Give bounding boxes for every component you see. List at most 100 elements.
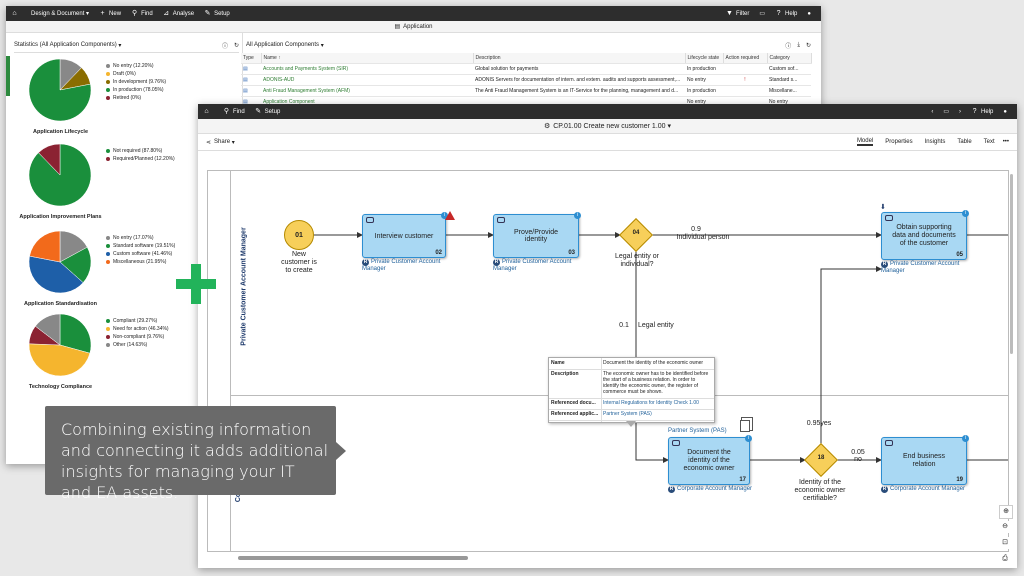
refresh-icon[interactable]: ↻ [805,42,811,49]
vertical-scrollbar[interactable] [1010,174,1013,354]
legend-label: Draft (0%) [113,71,136,77]
find-button[interactable]: ⚲Find [223,108,245,115]
info-badge-icon[interactable]: i [745,435,752,442]
info-badge-icon[interactable]: i [441,212,448,219]
column-header[interactable]: Action required [723,53,768,64]
column-header[interactable]: Description [473,53,686,64]
stats-pane-scroll[interactable] [6,56,10,96]
info-badge-icon[interactable]: i [962,210,969,217]
start-event[interactable]: 01 [284,220,314,250]
tab-properties[interactable]: Properties [885,139,913,145]
column-header[interactable]: Type [241,53,262,64]
user-icon[interactable]: ● [1003,108,1007,115]
design-document-menu[interactable]: Design & Document ▾ [31,10,90,18]
refresh-icon[interactable]: ↻ [233,42,239,49]
pie-slice[interactable] [59,313,92,354]
column-header[interactable]: Lifecycle state [685,53,724,64]
filter-button[interactable]: ▼Filter [726,10,750,17]
edge-individual-prob: 0.9 [691,226,701,233]
chevron-down-icon[interactable]: ▾ [320,42,324,49]
download-icon[interactable]: ⤓ [797,41,800,48]
back-arrow-icon[interactable]: ‹ [931,108,934,115]
more-icon[interactable]: ••• [1002,139,1009,145]
pie-slice[interactable] [28,255,84,294]
column-header[interactable]: Name ↑ [261,53,474,64]
horizontal-scrollbar[interactable] [238,556,468,560]
model-title[interactable]: CP.01.00 Create new customer 1.00 [553,122,666,130]
tab-model[interactable]: Model [856,138,874,146]
list-pane-selector[interactable]: All Application Components [246,42,320,48]
info-badge-icon[interactable]: i [962,435,969,442]
tab-insights[interactable]: Insights [924,139,946,145]
chart-legend: Not required (87.80%)Required/Planned (1… [106,147,175,163]
print-button[interactable]: ⎙ [999,553,1011,565]
fit-view-button[interactable]: ⊡ [999,537,1011,549]
name-cell[interactable]: Anti Fraud Management System (AFM) [261,85,473,97]
chevron-down-icon[interactable]: ▾ [667,123,672,130]
help-button[interactable]: ?Help [972,108,994,115]
home-button[interactable]: ⌂ [11,10,21,17]
user-icon[interactable]: ● [807,10,811,17]
callout-box [45,406,336,495]
task-end-business-relation[interactable]: End business relation 19 i [881,435,969,485]
pie-slice[interactable] [28,58,92,122]
new-button[interactable]: +New [100,10,122,17]
task-obtain-data[interactable]: Obtain supporting data and documents of … [881,210,969,260]
task-interview-customer[interactable]: Interview customer 02 i [362,212,448,258]
tooltip-key: Name [551,360,565,366]
pie-slice[interactable] [59,246,92,283]
analyse-button[interactable]: ⊿Analyse [163,10,195,17]
zoom-in-button[interactable]: ⊕ [999,505,1013,519]
tooltip-value[interactable]: Partner System (PAS) [603,411,652,417]
share-button[interactable]: ⋖Share ▾ [206,139,235,146]
task-prove-identity[interactable]: Prove/Provide identity 03 i [493,212,581,258]
tab-text[interactable]: Text [983,139,995,145]
zoom-out-button[interactable]: ⊖ [999,521,1011,533]
setup-button[interactable]: ✎Setup [204,10,230,17]
name-cell[interactable]: Accounts and Payments System (SIR) [261,63,473,75]
pie-slice[interactable] [38,143,61,176]
column-header[interactable]: Category [767,53,812,64]
legend-swatch [106,244,110,248]
role-icon: R [881,486,888,493]
warning-icon[interactable] [445,211,455,220]
edge-yes-label: 0.95yes [806,420,832,427]
window-icon[interactable]: ▭ [759,11,766,17]
task-document-owner[interactable]: Document the identity of the economic ow… [668,435,752,485]
tooltip-value[interactable]: Internal Regulations for Identity Check … [603,400,699,406]
home-button[interactable]: ⌂ [203,108,213,115]
info-badge-icon[interactable]: i [574,212,581,219]
help-button[interactable]: ?Help [776,10,798,17]
window-icon[interactable]: ▭ [943,109,950,115]
table-row[interactable]: ▤Anti Fraud Management System (AFM)The A… [241,85,811,97]
plus-icon [176,264,216,304]
pie-slice[interactable] [29,230,61,263]
forward-arrow-icon[interactable]: › [959,108,962,115]
legend-item: Custom software (41.46%) [106,250,175,258]
legend-swatch [106,96,110,100]
document-stack-icon[interactable] [740,420,750,432]
edge-no-label: no [854,456,862,463]
legend-swatch [106,236,110,240]
chevron-down-icon[interactable]: ▾ [118,42,122,49]
pie-slice[interactable] [35,313,61,346]
pie-slice[interactable] [28,343,91,377]
name-cell[interactable]: ADONIS-AUD [261,74,473,86]
diagram-canvas[interactable]: Private Customer Account Manager Co 01 N… [207,170,1009,552]
task-17-system[interactable]: Partner System (PAS) [668,428,727,434]
info-icon[interactable]: ⓘ [221,43,228,50]
find-button[interactable]: ⚲Find [131,10,153,17]
setup-button[interactable]: ✎Setup [255,108,281,115]
table-row[interactable]: ▤Accounts and Payments System (SIR)Globa… [241,63,811,75]
tab-table[interactable]: Table [957,139,972,145]
info-icon[interactable]: ⓘ [785,43,792,50]
stats-pane-selector[interactable]: Statistics (All Application Components) [14,42,117,48]
